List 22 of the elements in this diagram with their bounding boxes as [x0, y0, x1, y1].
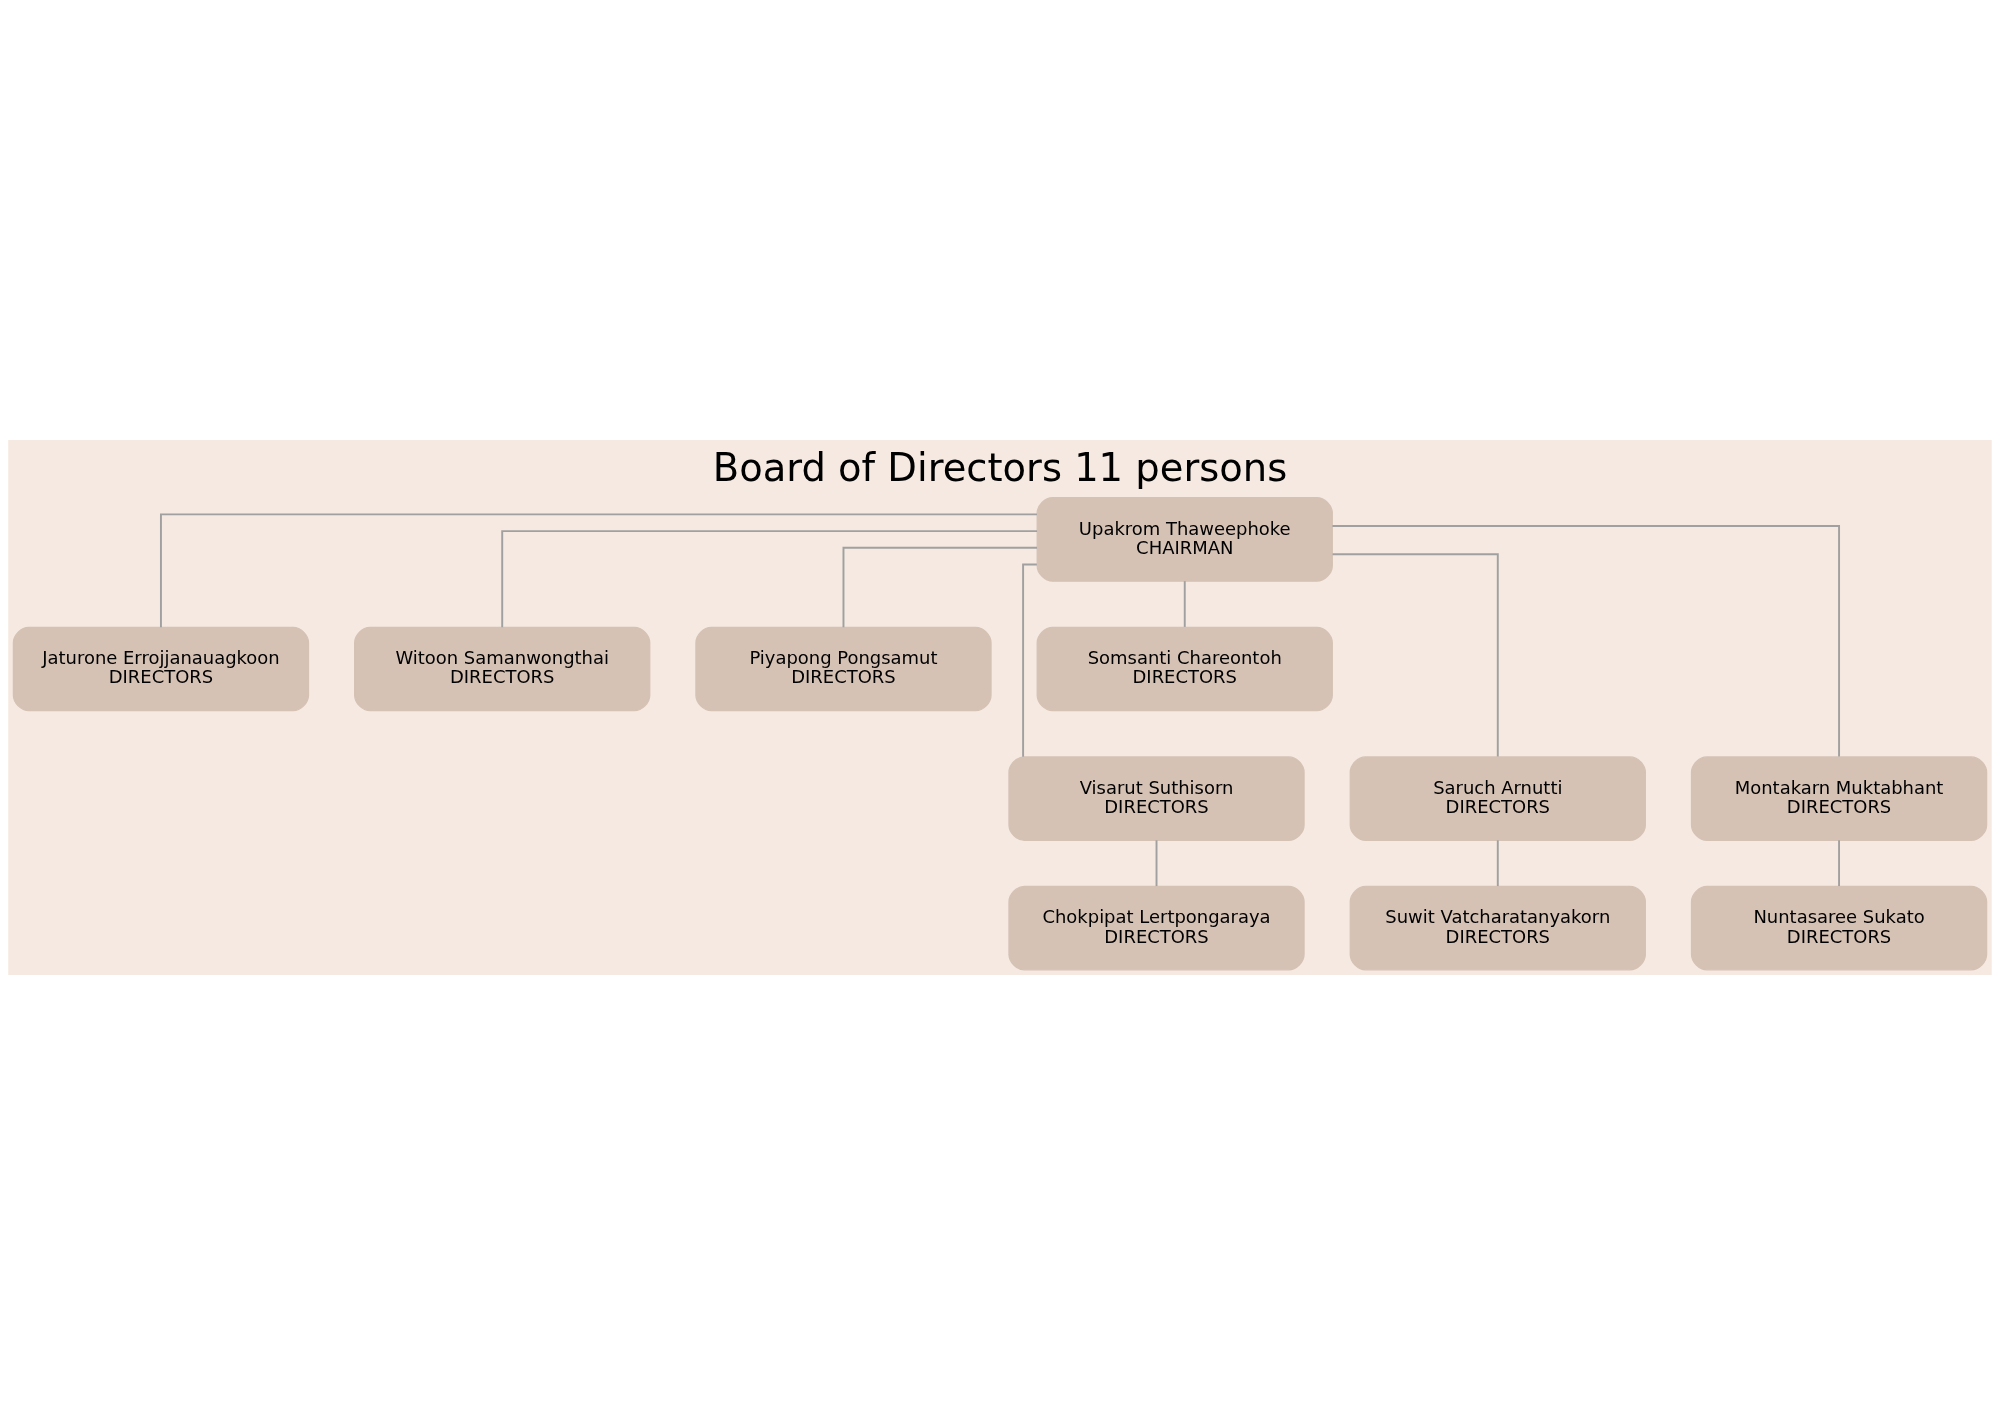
node-box: Witoon Samanwongthai DIRECTORS — [354, 626, 651, 711]
connector — [1331, 552, 1499, 758]
node-box: Suwit Vatcharatanyakorn DIRECTORS — [1349, 885, 1646, 970]
connector — [1331, 524, 1840, 758]
connector — [842, 546, 1038, 628]
node-box: Jaturone Errojjanauagkoon DIRECTORS — [12, 626, 310, 711]
connector — [160, 512, 1038, 628]
connector — [1183, 579, 1186, 628]
node-box: Visarut Suthisorn DIRECTORS — [1008, 755, 1305, 841]
node-box: Piyapong Pongsamut DIRECTORS — [695, 626, 992, 711]
node-box: Chokpipat Lertpongaraya DIRECTORS — [1008, 885, 1305, 970]
connector — [1838, 838, 1840, 887]
connector — [501, 529, 1039, 628]
connector — [1155, 838, 1158, 887]
node-box: Nuntasaree Sukato DIRECTORS — [1690, 885, 1988, 970]
diagram-title: Board of Directors 11 persons — [712, 444, 1288, 490]
node-box: Montakarn Muktabhant DIRECTORS — [1690, 755, 1988, 841]
node-box: Saruch Arnutti DIRECTORS — [1349, 755, 1646, 841]
node-box: Upakrom Thaweephoke CHAIRMAN — [1036, 496, 1333, 582]
connector — [1022, 563, 1038, 758]
connector — [1496, 838, 1499, 887]
node-box: Somsanti Chareontoh DIRECTORS — [1036, 626, 1333, 711]
